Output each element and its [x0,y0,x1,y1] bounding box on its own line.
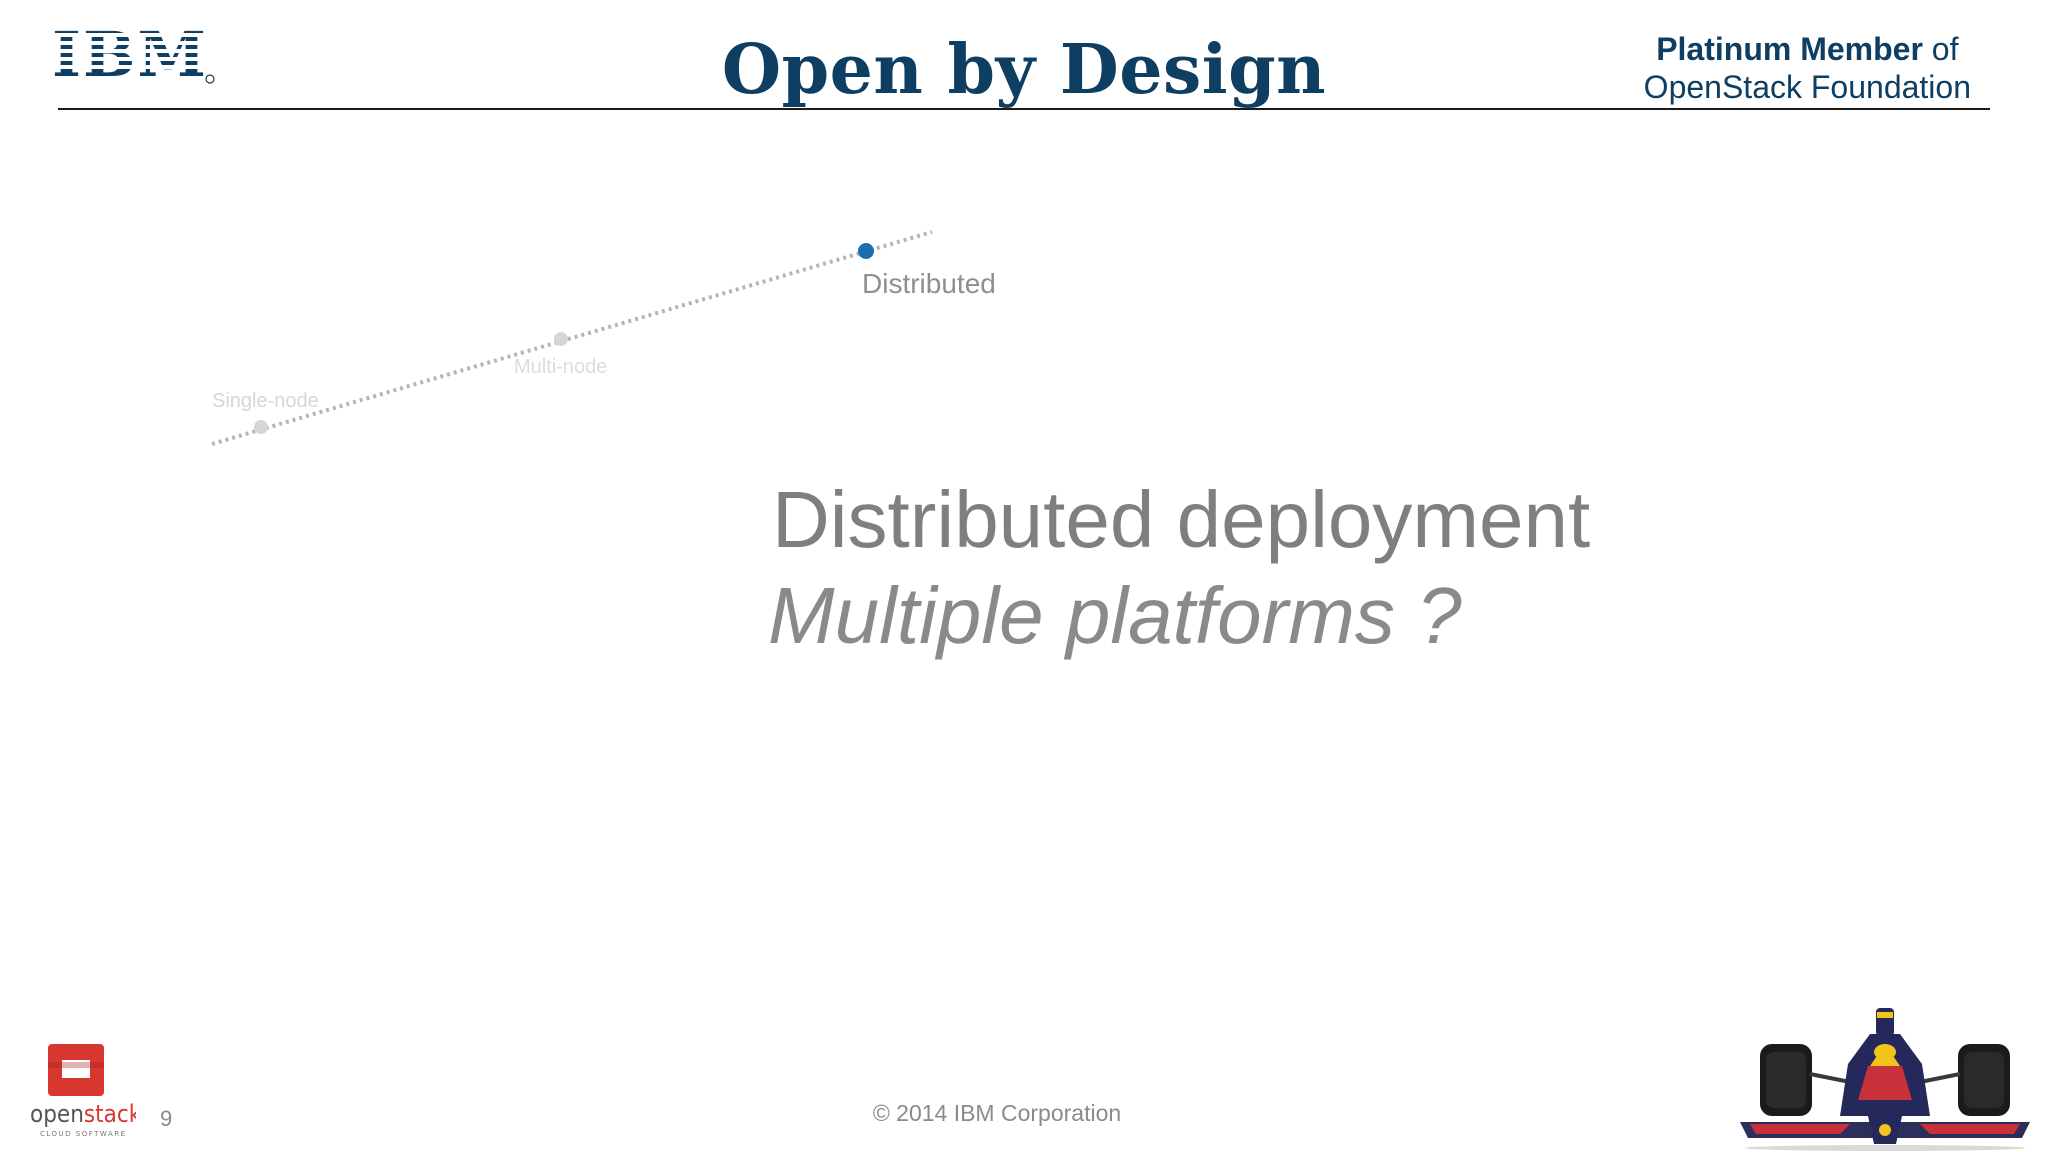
timeline-dot-multi-node [554,332,568,346]
membership-level: Platinum Member [1656,31,1923,67]
deployment-timeline [211,230,933,446]
timeline-label-distributed: Distributed [862,268,996,299]
page-number: 9 [160,1106,173,1131]
ibm-logo: IBM [52,24,216,86]
timeline-label-single-node: Single-node [212,390,319,412]
svg-text:openstack: openstack [30,1100,136,1128]
membership-of: of [1922,31,1959,67]
openstack-logo-tagline: CLOUD SOFTWARE [40,1130,127,1138]
openstack-logo-stack: stack [84,1100,136,1128]
openstack-logo: openstack CLOUD SOFTWARE [30,1044,136,1138]
membership-org: OpenStack Foundation [1643,69,1971,105]
slide-title: Open by Design [721,30,1327,110]
openstack-logo-open: open [30,1100,84,1128]
timeline-dot-distributed [858,243,874,259]
timeline-label-multi-node: Multi-node [514,356,608,378]
header-divider [58,108,1990,110]
slide-headline: Distributed deployment [772,475,1591,564]
timeline-line [211,230,933,446]
membership-badge: Platinum Member of OpenStack Foundation [1644,30,1971,106]
timeline-dot-single-node [254,420,268,434]
race-car-image [1740,1008,2030,1151]
slide-subhead: Multiple platforms ? [768,571,1462,660]
copyright-notice: © 2014 IBM Corporation [872,1100,1122,1126]
